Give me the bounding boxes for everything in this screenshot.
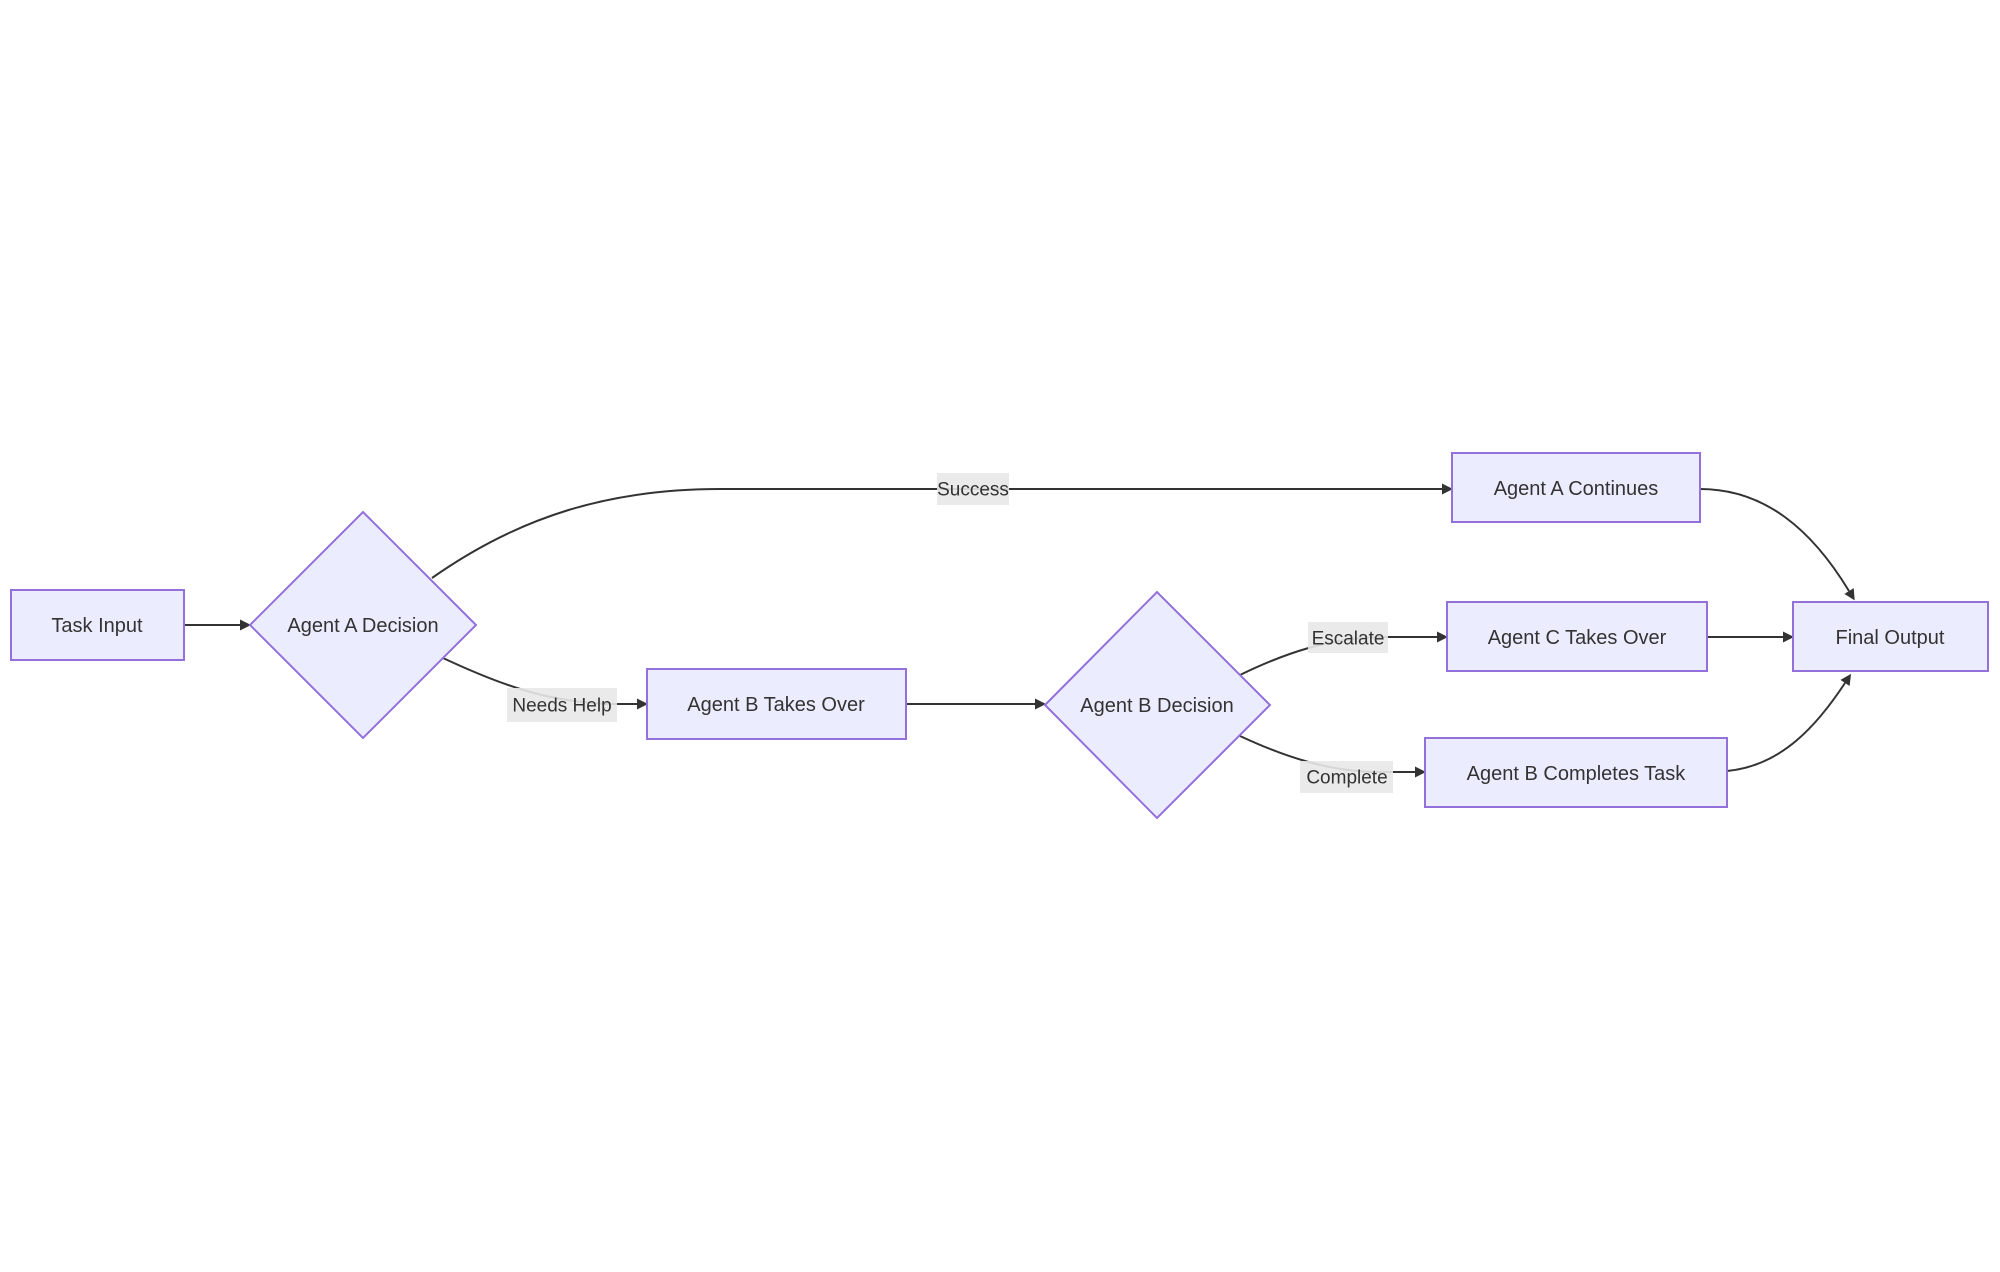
node-agent-b-decision: Agent B Decision bbox=[1043, 590, 1272, 820]
edge-agent-a-continues-to-final-output bbox=[1699, 488, 1855, 601]
edge-label-escalate: Escalate bbox=[1308, 622, 1388, 653]
node-task-input-shape bbox=[10, 589, 185, 661]
edge-label-complete-bg bbox=[1300, 761, 1393, 793]
edge-label-needs-help-text: Needs Help bbox=[512, 696, 611, 717]
edge-label-complete: Complete bbox=[1300, 761, 1393, 793]
edge-label-success: Success bbox=[937, 473, 1009, 505]
node-agent-a-continues-shape bbox=[1451, 452, 1701, 523]
edge-label-needs-help: Needs Help bbox=[507, 688, 617, 722]
node-agent-a-decision-shape bbox=[248, 510, 478, 740]
edge-label-escalate-text: Escalate bbox=[1312, 629, 1385, 650]
edge-label-escalate-bg bbox=[1308, 622, 1388, 653]
node-agent-b-completes-task: Agent B Completes Task bbox=[1424, 737, 1728, 808]
edge-labels-layer: Success Needs Help Escalate Complete bbox=[507, 473, 1393, 793]
node-agent-b-takes-over-shape bbox=[646, 668, 907, 740]
node-final-output-label: Final Output bbox=[1836, 627, 1945, 649]
node-final-output-shape bbox=[1792, 601, 1989, 672]
node-agent-c-takes-over: Agent C Takes Over bbox=[1446, 601, 1708, 672]
edge-label-success-text: Success bbox=[937, 480, 1009, 501]
edge-agent-b-completes-task-to-final-output bbox=[1726, 673, 1852, 772]
node-task-input: Task Input bbox=[10, 589, 185, 661]
node-agent-c-takes-over-label: Agent C Takes Over bbox=[1488, 627, 1667, 649]
node-final-output: Final Output bbox=[1792, 601, 1989, 672]
node-agent-b-decision-shape bbox=[1043, 590, 1272, 820]
node-task-input-label: Task Input bbox=[51, 615, 143, 637]
node-agent-a-continues-label: Agent A Continues bbox=[1494, 478, 1659, 500]
edge-agent-a-decision-to-agent-a-continues bbox=[431, 483, 1453, 579]
node-agent-c-takes-over-shape bbox=[1446, 601, 1708, 672]
node-agent-b-completes-task-shape bbox=[1424, 737, 1728, 808]
node-agent-b-completes-task-label: Agent B Completes Task bbox=[1467, 763, 1687, 785]
node-agent-a-continues: Agent A Continues bbox=[1451, 452, 1701, 523]
edge-label-success-bg bbox=[937, 473, 1009, 505]
edge-label-complete-text: Complete bbox=[1306, 768, 1387, 789]
node-agent-a-decision: Agent A Decision bbox=[248, 510, 478, 740]
edge-label-needs-help-bg bbox=[507, 688, 617, 722]
node-agent-b-decision-label: Agent B Decision bbox=[1080, 695, 1233, 717]
node-agent-b-takes-over-label: Agent B Takes Over bbox=[687, 694, 865, 716]
nodes-layer: Task Input Agent A Decision Agent A Cont… bbox=[10, 452, 1989, 820]
node-agent-b-takes-over: Agent B Takes Over bbox=[646, 668, 907, 740]
node-agent-a-decision-label: Agent A Decision bbox=[287, 615, 438, 637]
